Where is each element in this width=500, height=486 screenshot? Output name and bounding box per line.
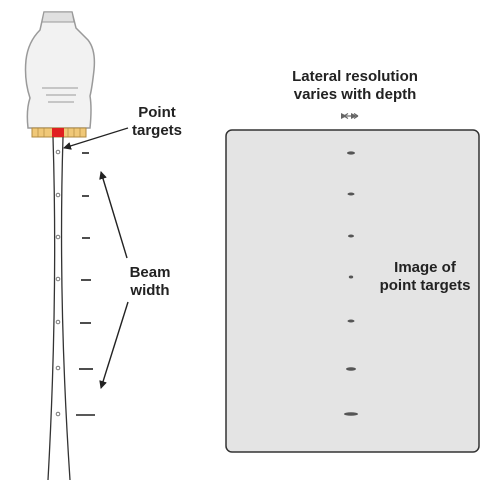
point-target [55,319,61,325]
label-line: Image of [394,259,456,276]
label-line: varies with depth [293,86,417,103]
target-echo [347,192,355,196]
label-line: width [130,282,170,299]
image-panel [225,129,480,453]
label-line: Lateral resolution [292,68,418,85]
ultrasound-probe-icon [24,11,96,129]
label-line: targets [131,122,183,139]
point-target [55,149,61,155]
point-target [55,192,61,198]
target-echo [347,319,355,323]
point-target [55,276,61,282]
active-transducer-element [52,128,64,137]
point-targets [55,149,61,417]
label-line: Beam [129,264,171,281]
transducer-array [31,127,87,138]
point-target [55,365,61,371]
beam-width-arrow-up [99,171,128,259]
double-headed-horizontal-arrow-icon [341,113,359,119]
target-echo [347,151,355,155]
point-targets-leader-arrow [63,127,129,150]
point-target [55,411,61,417]
label-line: Point [138,104,176,121]
target-echo [346,367,356,371]
image-of-point-targets-label: Image of point targets [378,259,472,295]
label-line: point targets [379,277,471,294]
beam-width-markers [76,152,95,416]
lateral-resolution-label: Lateral resolution varies with depth [265,68,445,104]
beam-width-label: Beam width [112,264,188,300]
ultrasound-beam [47,136,71,481]
beam-width-arrow-down [99,301,129,389]
image-target-echoes [344,151,358,416]
target-echo [344,412,358,416]
point-targets-label: Point targets [122,104,192,140]
target-echo [348,275,354,279]
point-target [55,234,61,240]
target-echo [348,234,354,238]
